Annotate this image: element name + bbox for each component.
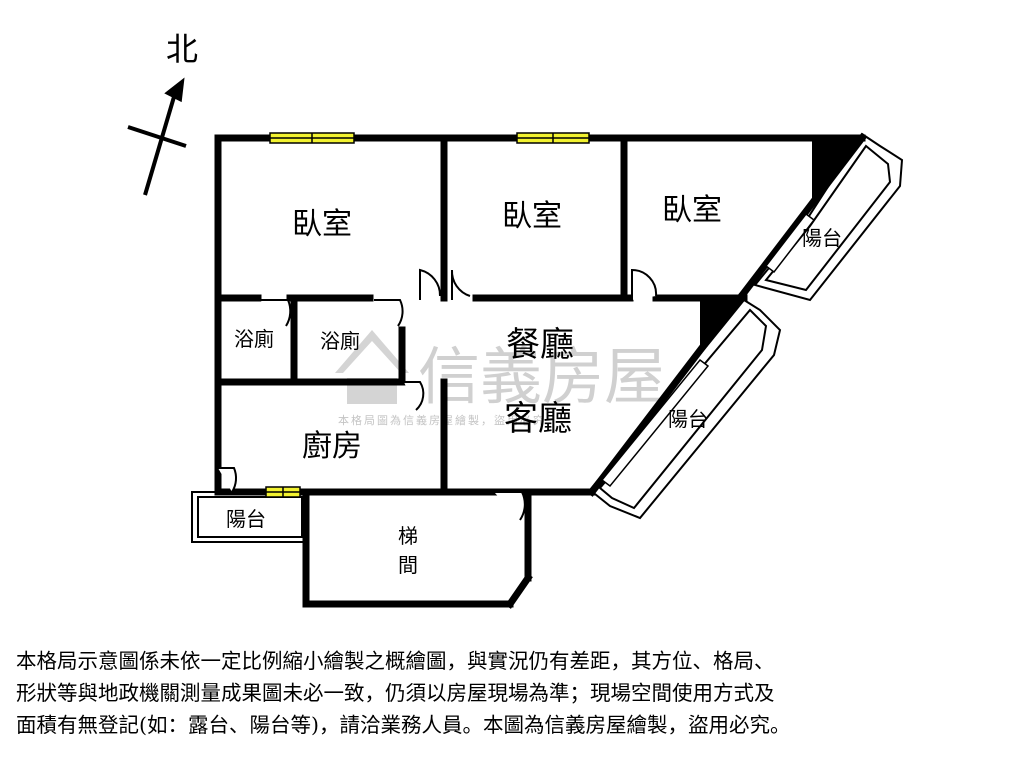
room-bathroom-2: 浴廁 — [320, 329, 360, 353]
room-balcony-e: 陽台 — [668, 407, 708, 431]
north-arrow-icon — [127, 77, 187, 196]
sliding-doors — [600, 212, 816, 488]
north-label: 北 — [166, 30, 198, 68]
room-bathroom-1: 浴廁 — [234, 327, 274, 351]
floor-plan: 北 信義房屋 本格局圖為信義房屋繪製，盜用必究 — [127, 30, 904, 609]
disclaimer-line-2: 形狀等與地政機關測量成果圖未必一致，仍須以房屋現場為準；現場空間使用方式及 — [16, 681, 775, 705]
watermark-brand: 信義房屋 — [418, 340, 666, 413]
door-swings — [218, 268, 658, 521]
windows — [265, 132, 590, 498]
room-balcony-sw: 陽台 — [226, 507, 266, 531]
room-living: 客廳 — [504, 399, 572, 439]
room-dining: 餐廳 — [506, 325, 574, 365]
room-bedroom-1: 臥室 — [292, 207, 352, 242]
corner-fill-ne — [812, 136, 864, 200]
room-balcony-ne: 陽台 — [802, 226, 842, 250]
room-stairwell-1: 梯 — [398, 524, 418, 548]
room-stairwell-2: 間 — [398, 553, 418, 577]
disclaimer: 本格局示意圖係未依一定比例縮小繪製之概繪圖，與實況仍有差距，其方位、格局、 形狀… — [16, 645, 1012, 741]
disclaimer-line-3: 面積有無登記(如：露台、陽台等)，請洽業務人員。本圖為信義房屋繪製，盜用必究。 — [16, 713, 791, 737]
room-kitchen: 廚房 — [302, 429, 362, 464]
room-bedroom-2: 臥室 — [502, 199, 562, 234]
disclaimer-line-1: 本格局示意圖係未依一定比例縮小繪製之概繪圖，與實況仍有差距，其方位、格局、 — [16, 649, 775, 673]
corner-fill-e — [700, 300, 744, 352]
room-bedroom-3: 臥室 — [662, 193, 722, 228]
